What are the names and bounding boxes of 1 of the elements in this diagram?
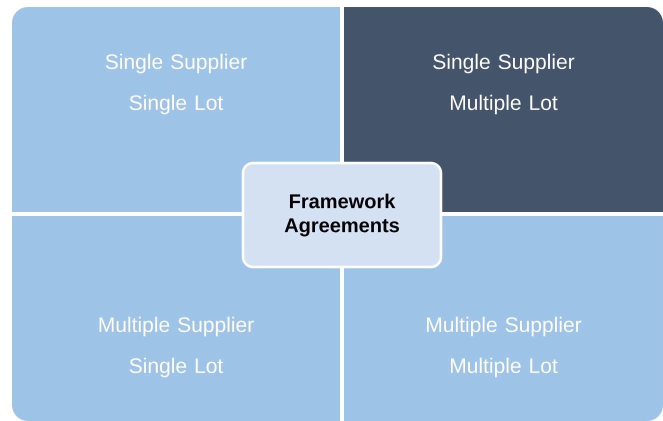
center-box: Framework Agreements <box>242 162 442 268</box>
